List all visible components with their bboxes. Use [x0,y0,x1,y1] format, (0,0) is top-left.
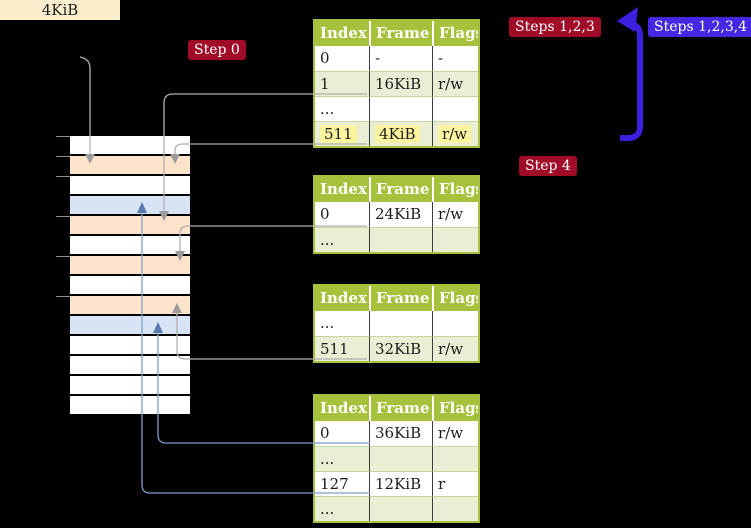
table-cell [369,446,432,471]
column-header: Flags [432,286,478,311]
table-cell: - [369,46,432,71]
table-cell: 0 [320,205,330,223]
table-cell: - [432,46,478,71]
memory-frame-row [70,156,190,174]
column-header: Frame [369,396,432,421]
memory-tick [56,136,70,137]
column-header: Index [320,289,367,307]
column-header: Flags [432,21,478,46]
table-cell: r/w [432,421,478,446]
column-header: Flags [432,177,478,202]
memory-frame-row [70,396,190,414]
table-cell: ... [315,496,369,521]
column-header: Index [320,180,367,198]
physical-memory-column [70,136,190,416]
step4-badge: Step 4 [519,156,577,176]
table-cell: 32KiB [369,336,432,361]
table-cell: ... [315,227,369,252]
table-header-row: IndexFrameFlags [315,396,478,421]
table-cell: 24KiB [369,202,432,227]
column-header: Index [320,24,367,42]
step0-badge: Step 0 [188,40,246,60]
column-header: Index [320,399,367,417]
steps123-badge: Steps 1,2,3 [509,17,601,37]
table-header-row: IndexFrameFlags [315,286,478,311]
table-header-row: IndexFrameFlags [315,177,478,202]
table-cell [369,227,432,252]
table-cell [369,311,432,336]
memory-frame-row [70,136,190,154]
table-cell: ... [315,446,369,471]
table-header-row: IndexFrameFlags [315,21,478,46]
table-cell [369,496,432,521]
memory-tick [56,176,70,177]
table-cell [432,446,478,471]
table-cell: r/w [432,202,478,227]
table-cell: ... [320,314,335,332]
table-cell: 511 [315,121,369,146]
table-row: 0 -- [315,46,478,71]
table-row: ... [315,496,478,521]
table-row: ... [315,311,478,336]
arrowhead-upleft-icon [617,7,638,32]
memory-tick [56,216,70,217]
table-cell: 36KiB [369,421,432,446]
table-cell: 127 [315,471,369,496]
memory-frame-row [70,296,190,314]
table-cell: 4KiB [369,121,432,146]
column-header: Frame [369,286,432,311]
table-row: ... [315,96,478,121]
page-table-level3: IndexFrameFlags 0 24KiBr/w... [313,175,480,254]
memory-frame-row [70,196,190,214]
steps1234-badge: Steps 1,2,3,4 [648,17,751,37]
memory-frame-row [70,236,190,254]
memory-tick [56,256,70,257]
table-row: ... [315,227,478,252]
column-header: Flags [432,396,478,421]
table-cell: ... [315,96,369,121]
table-cell: 16KiB [369,71,432,96]
memory-frame-row [70,316,190,334]
table-cell [432,496,478,521]
table-cell: 0 [320,49,330,67]
table-cell: 1 [315,71,369,96]
column-header: Frame [369,21,432,46]
memory-frame-row [70,356,190,374]
table-cell: r [432,471,478,496]
table-cell [432,227,478,252]
memory-tick [56,156,70,157]
table-cell: 511 [315,336,369,361]
recursive-loop-arrow [620,21,643,141]
table-cell: 0 [320,424,330,442]
table-cell: 12KiB [369,471,432,496]
table-cell [369,96,432,121]
memory-frame-row [70,376,190,394]
page-table-level1: IndexFrameFlags 0 36KiBr/w...12712KiBr... [313,394,480,523]
table-row: ... [315,446,478,471]
table-cell: r/w [432,121,478,146]
table-cell [432,96,478,121]
table-cell: r/w [432,336,478,361]
memory-frame-row [70,256,190,274]
memory-frame-row [70,276,190,294]
memory-tick [56,296,70,297]
memory-frame-row [70,336,190,354]
frame-size-label: 4KiB [0,0,120,20]
table-cell [432,311,478,336]
column-header: Frame [369,177,432,202]
table-cell: r/w [432,71,478,96]
memory-frame-row [70,176,190,194]
memory-frame-row [70,216,190,234]
